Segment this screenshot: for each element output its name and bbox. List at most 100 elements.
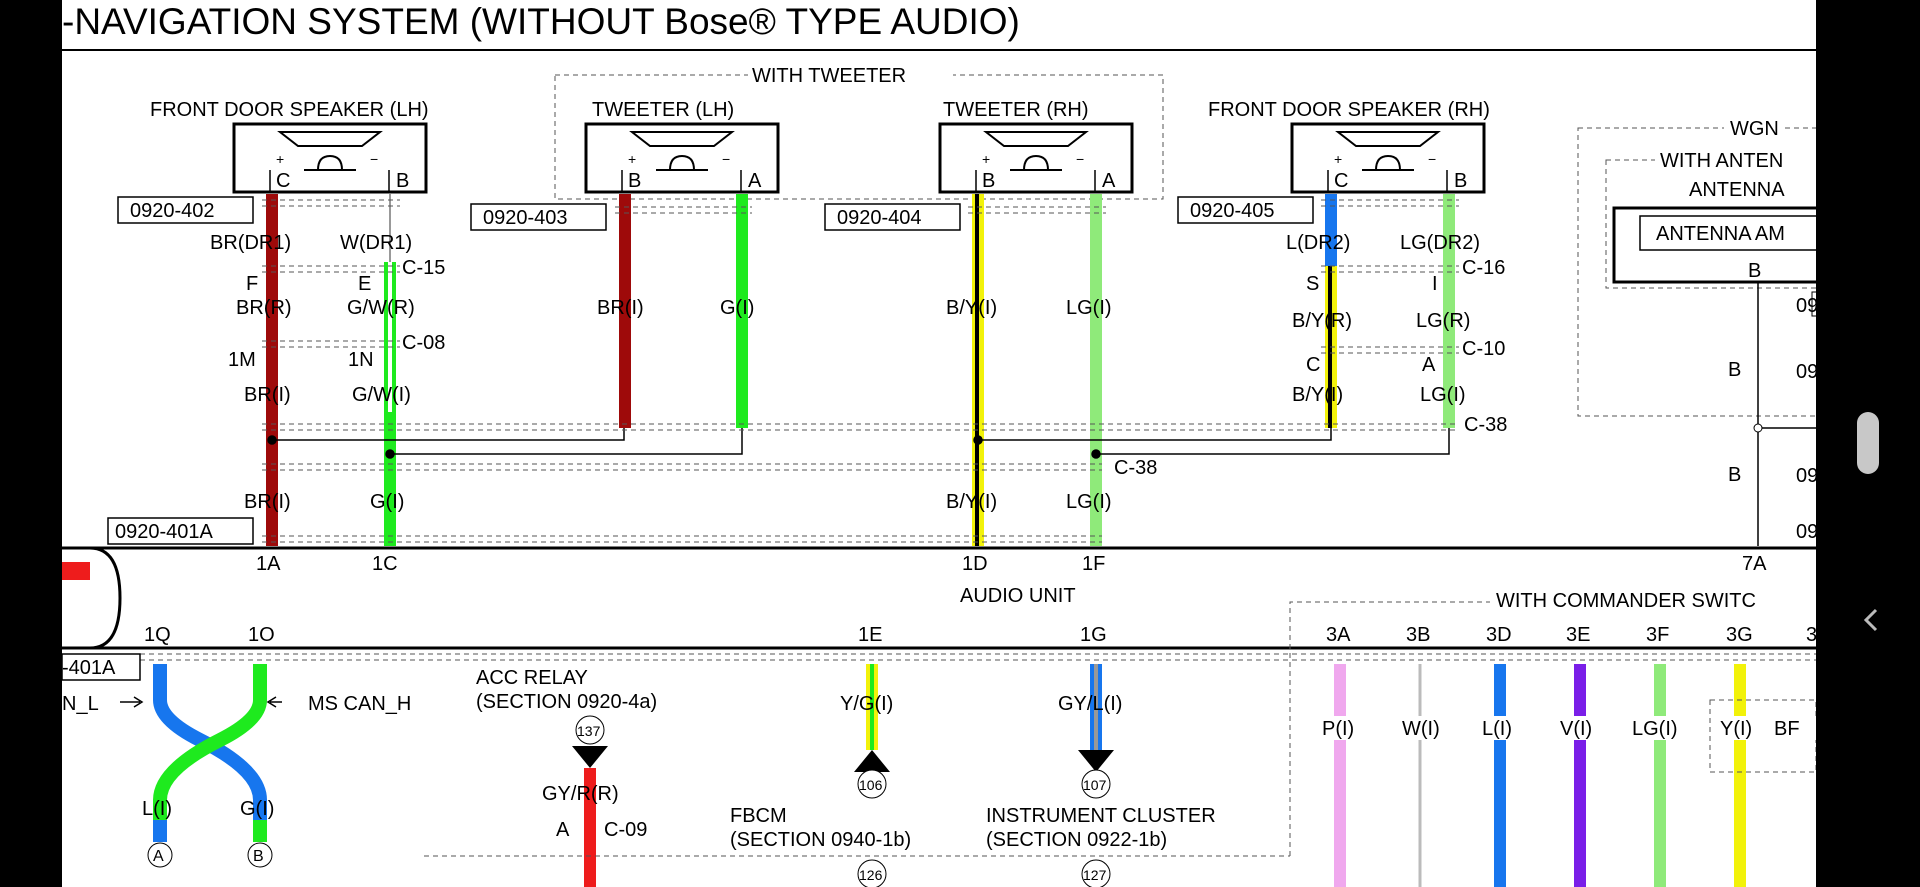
wire-label: (SECTION 0940-1b)	[730, 829, 911, 851]
ground-triangle-icon	[854, 750, 890, 772]
wire-label: V(I)	[1560, 718, 1592, 740]
wire-label: 137	[577, 723, 601, 739]
wire-label: 1Q	[144, 624, 171, 646]
wire-label: 3	[1806, 624, 1817, 646]
wire-label: −	[722, 151, 730, 167]
tweeter-rh: +− B A	[938, 122, 1134, 194]
wire-label: LG(I)	[1066, 297, 1112, 319]
connector-0920-401a-lower: -401A	[62, 657, 116, 679]
wire-label: A	[1422, 354, 1436, 376]
wire-label: B	[1728, 359, 1741, 381]
pin-a: A	[748, 170, 762, 192]
wire-label: 1D	[962, 553, 988, 575]
back-chevron-icon[interactable]	[1856, 600, 1886, 640]
connector-0920-402: 0920-402	[130, 200, 215, 222]
wire-label: L(DR2)	[1286, 232, 1350, 254]
wire-label: −	[1428, 151, 1436, 167]
wire-label: −	[370, 151, 378, 167]
wire-label: +	[276, 151, 284, 167]
acc-relay: ACC RELAY (SECTION 0920-4a) 137 GY/R(R) …	[424, 667, 1290, 887]
wire-label: 106	[859, 777, 883, 793]
wire-label: F	[246, 273, 258, 295]
wire-label: 3B	[1406, 624, 1430, 646]
wire-label: G(I)	[370, 491, 404, 513]
wire-label: BR(I)	[244, 491, 291, 513]
wire-label: BF	[1774, 718, 1800, 740]
wire-label: 3D	[1486, 624, 1512, 646]
speaker-icon	[1335, 131, 1441, 171]
wire-label: C-09	[604, 819, 647, 841]
wire-label: A	[153, 848, 164, 865]
wire-label: B	[1728, 464, 1741, 486]
wire-label: BR(DR1)	[210, 232, 291, 254]
wires	[266, 194, 1455, 546]
wire-label: N_L	[62, 693, 99, 715]
commander-switch-region: WITH COMMANDER SWITC 3A 3B 3D 3E 3F 3G 3…	[1289, 590, 1817, 887]
wire-label: WGN	[1730, 118, 1779, 140]
wire-label: A	[556, 819, 570, 841]
wire-label: C-38	[1464, 414, 1507, 436]
wire-label: 1F	[1082, 553, 1105, 575]
pin-c: C	[1334, 170, 1348, 192]
wire-label: P(I)	[1322, 718, 1354, 740]
speaker-icon	[983, 131, 1089, 171]
scroll-thumb-icon[interactable]	[1857, 412, 1879, 474]
wire-label: LG(R)	[1416, 310, 1470, 332]
wire-label: W(DR1)	[340, 232, 412, 254]
wire-label: 1N	[348, 349, 374, 371]
wire-label: E	[358, 273, 371, 295]
connector-0920-403: 0920-403	[483, 207, 568, 229]
pin-b: B	[628, 170, 641, 192]
wire-label: 107	[1083, 777, 1107, 793]
wire-label: 09	[1796, 295, 1818, 317]
wire-label: 7A	[1742, 553, 1767, 575]
wire-label: BR(R)	[236, 297, 292, 319]
wire-label: B/Y(I)	[946, 491, 997, 513]
ground-triangle-icon	[572, 746, 608, 768]
wire-label: C-16	[1462, 257, 1505, 279]
ground-triangle-icon	[1078, 750, 1114, 772]
tweeter-lh-label: TWEETER (LH)	[592, 99, 734, 121]
speaker-icon	[277, 131, 383, 171]
wire-label: 3E	[1566, 624, 1590, 646]
connector-0920-401a: 0920-401A	[115, 521, 214, 543]
pin-b: B	[396, 170, 409, 192]
wire-label: W(I)	[1402, 718, 1440, 740]
wire-label: BR(I)	[244, 384, 291, 406]
wire-label: ANTENNA	[1689, 179, 1785, 201]
wire-label: C-08	[402, 332, 445, 354]
wire-label: (SECTION 0920-4a)	[476, 691, 657, 713]
wire-label: L(I)	[142, 798, 172, 820]
wire-label: B/Y(I)	[1292, 384, 1343, 406]
wire-label: 09	[1796, 465, 1818, 487]
wire-label: LG(I)	[1420, 384, 1466, 406]
speaker-rh: +− C B	[1290, 122, 1486, 194]
speaker-lh: +− C B	[232, 122, 428, 194]
connector-boxes	[61, 196, 1314, 681]
wire-label: C-15	[402, 257, 445, 279]
cross-connections	[267, 428, 1450, 459]
wire-label: 1E	[858, 624, 882, 646]
wire-label: S	[1306, 273, 1319, 295]
wire-label: +	[1334, 151, 1342, 167]
wire-label: 3F	[1646, 624, 1669, 646]
wire-label: WITH COMMANDER SWITC	[1496, 590, 1756, 612]
wire-label: 126	[859, 867, 883, 883]
wire-label: B	[253, 848, 264, 865]
wire-label: 1A	[256, 553, 281, 575]
connector-0920-404: 0920-404	[837, 207, 922, 229]
wire-label: LG(DR2)	[1400, 232, 1480, 254]
wire-label: 09	[1796, 361, 1818, 383]
wire-label: C-38	[1114, 457, 1157, 479]
wire-label: (SECTION 0922-1b)	[986, 829, 1167, 851]
wire-label: G(I)	[720, 297, 754, 319]
wire-label: MS CAN_H	[308, 693, 411, 715]
wire-label: L(I)	[1482, 718, 1512, 740]
wire-label: LG(I)	[1066, 491, 1112, 513]
wire-label: GY/L(I)	[1058, 693, 1122, 715]
wire-label: G/W(R)	[347, 297, 415, 319]
wire-label: 1C	[372, 553, 398, 575]
wire-label: B	[1748, 260, 1761, 282]
audio-unit-label: AUDIO UNIT	[960, 585, 1076, 607]
